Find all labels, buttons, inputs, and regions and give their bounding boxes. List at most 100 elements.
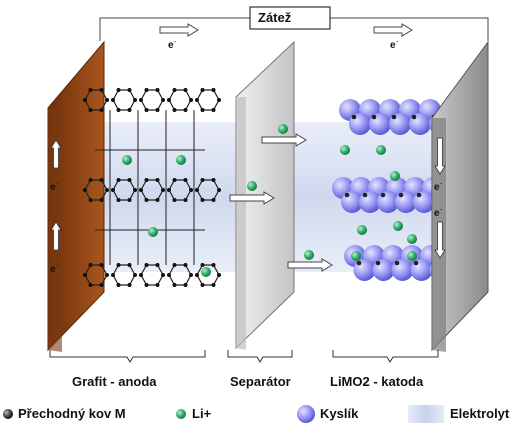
cathode-label: LiMO2 - katoda [330, 374, 424, 389]
carbon-atom [200, 283, 205, 287]
carbon-atom [195, 188, 199, 192]
carbon-atom [189, 273, 193, 277]
carbon-atom [189, 98, 193, 102]
carbon-atom [144, 263, 149, 267]
metal-atom [411, 114, 417, 120]
graphite-hexagon [168, 89, 192, 111]
electron-arrow-top [373, 23, 413, 37]
carbon-atom [211, 88, 216, 92]
lithium-ion [351, 251, 361, 261]
anode-label: Grafit - anoda [72, 374, 157, 389]
carbon-atom [99, 88, 104, 92]
carbon-atom [83, 98, 87, 102]
carbon-atom [200, 263, 205, 267]
metal-atom [380, 192, 386, 198]
lithium-ion [122, 155, 132, 165]
metal-atom [391, 114, 397, 120]
carbon-atom [195, 98, 199, 102]
electron-symbol: e [50, 182, 56, 193]
carbon-atom [88, 263, 93, 267]
carbon-atom [217, 188, 221, 192]
carbon-atom [167, 188, 171, 192]
carbon-atom [144, 178, 149, 182]
electron-symbol: e [50, 264, 56, 275]
carbon-atom [167, 273, 171, 277]
carbon-atom [172, 88, 177, 92]
lithium-ion [393, 221, 403, 231]
metal-atom [362, 192, 368, 198]
electron-charge: - [396, 39, 399, 46]
electron-arrow-anode [50, 139, 62, 169]
carbon-atom [144, 283, 149, 287]
graphite-hexagon [196, 89, 220, 111]
lithium-ion [247, 181, 257, 191]
lithium-ion [176, 155, 186, 165]
carbon-atom [127, 198, 132, 202]
carbon-atom [88, 108, 93, 112]
lithium-ion [278, 124, 288, 134]
legend-oxygen-marker [297, 405, 315, 423]
graphite-sheet [83, 178, 221, 202]
lithium-ions [122, 124, 417, 277]
carbon-atom [200, 88, 205, 92]
carbon-atom [139, 188, 143, 192]
graphite-hexagon [140, 89, 164, 111]
carbon-atom [133, 188, 137, 192]
carbon-atom [155, 283, 160, 287]
electron-symbol: e [168, 40, 174, 51]
carbon-atom [133, 98, 137, 102]
graphite-sheet [83, 263, 221, 287]
carbon-atom [200, 198, 205, 202]
carbon-atom [139, 98, 143, 102]
carbon-atom [99, 108, 104, 112]
carbon-atom [144, 198, 149, 202]
electron-charge: - [56, 181, 59, 188]
carbon-atom [155, 263, 160, 267]
metal-atom [344, 192, 350, 198]
lithium-ion [148, 227, 158, 237]
carbon-atom [111, 273, 115, 277]
carbon-atom [211, 198, 216, 202]
carbon-atom [105, 98, 109, 102]
carbon-atom [172, 263, 177, 267]
carbon-atom [127, 263, 132, 267]
oxide-layer [332, 177, 453, 213]
lithium-ion [340, 145, 350, 155]
oxygen-atom [410, 259, 433, 281]
metal-atom [416, 192, 422, 198]
carbon-atom [172, 198, 177, 202]
carbon-atom [161, 188, 165, 192]
carbon-atom [183, 283, 188, 287]
carbon-atom [99, 178, 104, 182]
electron-arrow-cathode [434, 221, 446, 259]
legend-electrolyte-marker [408, 405, 444, 423]
lithium-ion [304, 250, 314, 260]
carbon-atom [183, 108, 188, 112]
carbon-atom [211, 263, 216, 267]
legend-oxygen-label: Kyslík [320, 406, 359, 421]
carbon-atom [155, 88, 160, 92]
electron-flow-top: e-e- [159, 23, 413, 51]
carbon-atom [83, 188, 87, 192]
carbon-atom [116, 263, 121, 267]
carbon-atom [211, 283, 216, 287]
oxygen-atom [353, 259, 376, 281]
carbon-atom [161, 273, 165, 277]
load-box [249, 6, 331, 30]
carbon-atom [111, 188, 115, 192]
carbon-atom [155, 178, 160, 182]
carbon-atom [172, 283, 177, 287]
carbon-atom [99, 198, 104, 202]
lithium-flow-arrow [261, 133, 307, 147]
lithium-ion [201, 267, 211, 277]
ion-flow-arrows [229, 133, 333, 272]
carbon-atom [99, 263, 104, 267]
carbon-atom [105, 188, 109, 192]
carbon-atom [211, 108, 216, 112]
electron-symbol: e [434, 182, 440, 193]
metal-atom [413, 260, 419, 266]
metal-atom [356, 260, 362, 266]
electron-symbol: e [390, 40, 396, 51]
carbon-atom [99, 283, 104, 287]
separator-plate-edge [236, 97, 246, 350]
